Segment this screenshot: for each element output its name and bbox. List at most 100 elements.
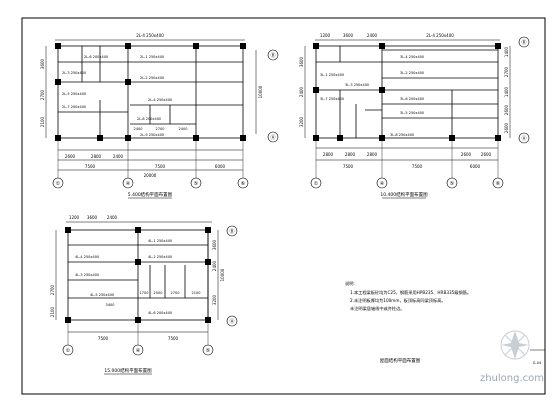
plan-a-right-dim: 10000 [258, 85, 263, 98]
plan-c-inner-dim: 2100 [192, 291, 201, 295]
plan-c-beam-label: 4L-6 200x400 [148, 311, 172, 315]
plan-b-axis-label: Ⓐ [521, 135, 526, 142]
sheet-border [21, 17, 546, 395]
plan-c-axis-label: ④ [136, 348, 141, 354]
plan-a-title: 5.400结构平面布置图 [128, 191, 173, 198]
plan-c-beam-label: 4L-2 250x400 [148, 255, 172, 259]
title-block-code: G-04 [533, 361, 542, 365]
plan-b-right-dim: 1400 [504, 86, 509, 97]
plan-a-beam-label: 2L-8 200x400 [137, 117, 161, 121]
plan-c-axis-label: ⑤ [206, 348, 210, 354]
plan-b-top-dim: 2L-4 250x400 [426, 33, 454, 38]
plan-c-title: 15.000结构平面布置图 [104, 367, 152, 374]
plan-c-inner-dim: 2500 [154, 291, 163, 295]
plan-b-axis-label: ④ [380, 181, 385, 187]
plan-c-inner-dim: 2700 [171, 291, 180, 295]
plan-c-top-dim: 2400 [107, 215, 118, 220]
plan-c: 1200 3600 2400 4L-1 250x400 4L-4 250x400… [50, 215, 238, 375]
plan-b-beam-label: 3L-4 250x400 [400, 55, 424, 59]
plan-a-bottom-dim: 6000 [215, 164, 226, 169]
plan-b-beam-label: 3L-8 250x400 [390, 133, 414, 137]
title-block: G-04 zhulong.com [480, 330, 545, 384]
plan-b-axis-label: ⑥ [496, 181, 501, 187]
plan-b-beam-label: 3L-2 250x400 [400, 71, 424, 75]
plan-c-axis-label: Ⓐ [229, 318, 234, 325]
plan-b-right-dim: 1400 [504, 46, 509, 57]
plan-b-beam-label: 3L-1 250x400 [320, 73, 344, 77]
plan-a-axis-label: ⑥ [241, 181, 246, 187]
plan-a-left-dim: 2700 [40, 89, 45, 100]
plan-b-beam-label: 3L-5 250x400 [400, 111, 424, 115]
plan-b-left-dim: 3600 [299, 56, 304, 67]
plan-c-axis-label: Ⓑ [229, 228, 234, 235]
plan-a: 2L-4 250x400 2L-3 250x400 2L-1 250x400 2… [40, 33, 279, 199]
plan-a-inner-dim: 2400 [134, 127, 143, 131]
plan-b-axis-label: ⑤ [450, 181, 454, 187]
plan-a-axis-label: ④ [126, 181, 131, 187]
notes-line: 未注明梁居轴线中或齐柱边。 [350, 305, 404, 312]
plan-a-bottom-total: 20000 [144, 173, 157, 178]
plan-c-beam-label: 4L-3 250x400 [75, 273, 99, 277]
plan-a-axis-label: ① [56, 181, 61, 187]
plan-c-beam-label: 4L-5 250x400 [90, 293, 114, 297]
plan-b-bottom-dim: 6000 [470, 164, 481, 169]
plan-c-top-dim: 1200 [69, 215, 80, 220]
plan-a-beam-label: 2L-9 250x400 [140, 133, 164, 137]
plan-a-axis-label: Ⓑ [270, 52, 275, 59]
notes-caption: 屋面结构平面布置图 [380, 357, 421, 364]
notes-line: 2.未注明板厚均为100mm，板顶标高同梁顶标高。 [350, 297, 446, 304]
plan-a-left-dim: 2100 [40, 116, 45, 127]
plan-a-bottom-dim: 2600 [65, 154, 76, 159]
plan-a-beam-label: 2L-5 250x400 [62, 92, 86, 96]
plan-a-bottom-dim: 2400 [113, 154, 124, 159]
plan-b-bottom-dim: 2800 [345, 152, 356, 157]
plan-c-top-dim: 3600 [87, 215, 98, 220]
plan-a-inner-dim: 2700 [156, 127, 165, 131]
plan-b-top-dim: 1200 [320, 33, 331, 38]
plan-a-beam-label: 2L-3 250x400 [62, 71, 86, 75]
plan-b-bottom-dim: 2800 [367, 152, 378, 157]
plan-c-inner-dim: 3400 [106, 303, 115, 307]
plan-c-left-dim: 2700 [50, 284, 55, 295]
plan-a-axis-label: ⑤ [194, 181, 198, 187]
plan-a-bottom-dim: 7500 [155, 164, 166, 169]
plan-b-left-dim: 2400 [299, 86, 304, 97]
watermark-text: zhulong.com [480, 373, 544, 384]
plan-b-title: 10.400结构平面布置图 [380, 191, 428, 198]
plan-b-axis-label: ① [314, 181, 319, 187]
plan-b-top-dim: 3600 [343, 33, 354, 38]
watermark-logo-icon [500, 330, 530, 360]
plan-b-axis-label: Ⓑ [521, 39, 526, 46]
plan-c-inner-dim: 1700 [140, 291, 149, 295]
plan-a-beam-label: 2L-1 250x400 [140, 55, 164, 59]
plan-a-beam-label: 2L-4 250x400 [148, 98, 172, 102]
plan-b: 1200 3600 2400 2L-4 250x400 3L-1 250x400… [299, 33, 530, 199]
plan-c-beam-label: 4L-1 250x400 [148, 239, 172, 243]
plan-b-bottom-dim: 2600 [461, 152, 472, 157]
plan-a-bottom-dim: 2800 [91, 154, 102, 159]
plan-b-bottom-dim: 7500 [412, 164, 423, 169]
notes-block: 说明: 1.本工程梁板砼均为C25，钢筋采用HPB235、HRB335级钢筋。 … [345, 280, 471, 364]
plan-b-beam-label: 3L-6 200x400 [400, 97, 424, 101]
plan-a-inner-dim: 2400 [179, 127, 188, 131]
plan-c-right-dim: 10000 [220, 268, 225, 281]
plan-c-bottom-dim: 7500 [168, 336, 179, 341]
plan-a-left-dim: 3600 [40, 58, 45, 69]
plan-a-top-dim: 2L-4 250x400 [136, 33, 164, 38]
plan-c-right-dim: 3200 [212, 294, 217, 305]
plan-c-right-dim: 3600 [212, 239, 217, 250]
plan-b-bottom-dim: 2800 [323, 152, 334, 157]
plan-b-top-dim: 2400 [367, 33, 378, 38]
plan-c-bottom-dim: 7500 [98, 336, 109, 341]
plan-c-left-dim: 2100 [50, 306, 55, 317]
plan-b-right-dim: 2700 [504, 66, 509, 77]
plan-b-right-dim: 2600 [504, 122, 509, 133]
plan-b-beam-label: 3L-3 250x400 [345, 83, 369, 87]
plan-b-bottom-dim: 7500 [343, 164, 354, 169]
notes-line: 1.本工程梁板砼均为C25，钢筋采用HPB235、HRB335级钢筋。 [350, 289, 471, 296]
plan-c-beam-label: 4L-4 250x400 [75, 255, 99, 259]
plan-a-axis-label: Ⓐ [270, 134, 275, 141]
plan-b-beam-label: 3L-7 250x400 [320, 97, 344, 101]
